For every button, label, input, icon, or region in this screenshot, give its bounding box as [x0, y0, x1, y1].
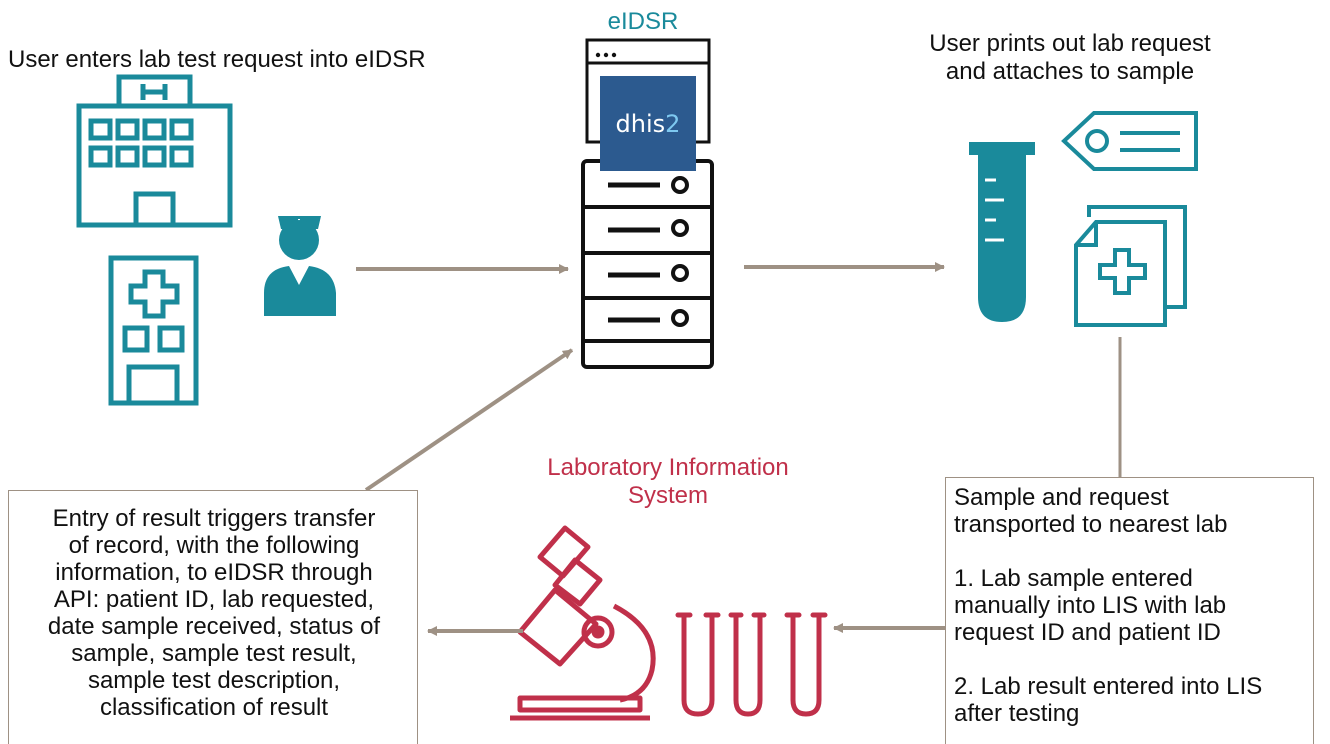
lis-label-line: System [627, 482, 708, 509]
sample-transport-box: Sample and request transported to neares… [945, 477, 1314, 744]
box-text-line: request ID and patient ID [954, 619, 1221, 646]
box-text-line: 2. Lab result entered into LIS [954, 673, 1263, 700]
nurse-icon [264, 216, 336, 316]
clinic-building-icon [108, 255, 199, 406]
arrow-result-box-to-server [364, 348, 574, 492]
lab-tubes-icon [675, 612, 828, 717]
prints-label-line: and attaches to sample [945, 58, 1195, 85]
box-text-line: of record, with the following [68, 532, 360, 559]
user-enters-request-label: User enters lab test request into eIDSR [8, 46, 426, 73]
sample-transport-text: Sample and request transported to neares… [954, 484, 1314, 727]
box-text-line: transported to nearest lab [954, 511, 1228, 538]
box-text-line: sample, sample test result, [71, 640, 357, 667]
box-text-line: 1. Lab sample entered [954, 565, 1193, 592]
box-text-line: Sample and request [954, 484, 1169, 511]
eidsr-label: eIDSR [607, 8, 679, 35]
prints-label-line: User prints out lab request [929, 30, 1211, 57]
hospital-building-icon [76, 74, 233, 228]
lis-label: Laboratory Information System [488, 454, 848, 510]
server-rack-icon [581, 159, 714, 369]
medical-document-icon [1074, 205, 1187, 327]
box-text-line: after testing [954, 700, 1080, 727]
dhis2-logo: dhis2 [600, 76, 696, 171]
result-transfer-box: Entry of result triggers transfer of rec… [8, 490, 418, 744]
dhis2-logo-digit: 2 [665, 110, 681, 138]
lis-label-line: Laboratory Information [547, 454, 789, 481]
box-text-line: API: patient ID, lab requested, [53, 586, 375, 613]
box-text-line: manually into LIS with lab [954, 592, 1227, 619]
user-prints-request-label: User prints out lab request and attaches… [870, 30, 1270, 86]
box-text-line: sample test description, [87, 667, 341, 694]
result-transfer-text: Entry of result triggers transfer of rec… [15, 505, 413, 721]
test-tube-icon [969, 142, 1035, 322]
box-text-spacer [954, 646, 1314, 673]
label-tag-icon [1061, 111, 1198, 171]
box-text-line: classification of result [99, 694, 329, 721]
box-text-line: Entry of result triggers transfer [52, 505, 376, 532]
box-text-line: date sample received, status of [47, 613, 381, 640]
box-text-line: information, to eIDSR through [55, 559, 373, 586]
box-text-spacer [954, 538, 1314, 565]
microscope-icon [510, 525, 656, 721]
dhis2-logo-text: dhis [615, 110, 666, 138]
